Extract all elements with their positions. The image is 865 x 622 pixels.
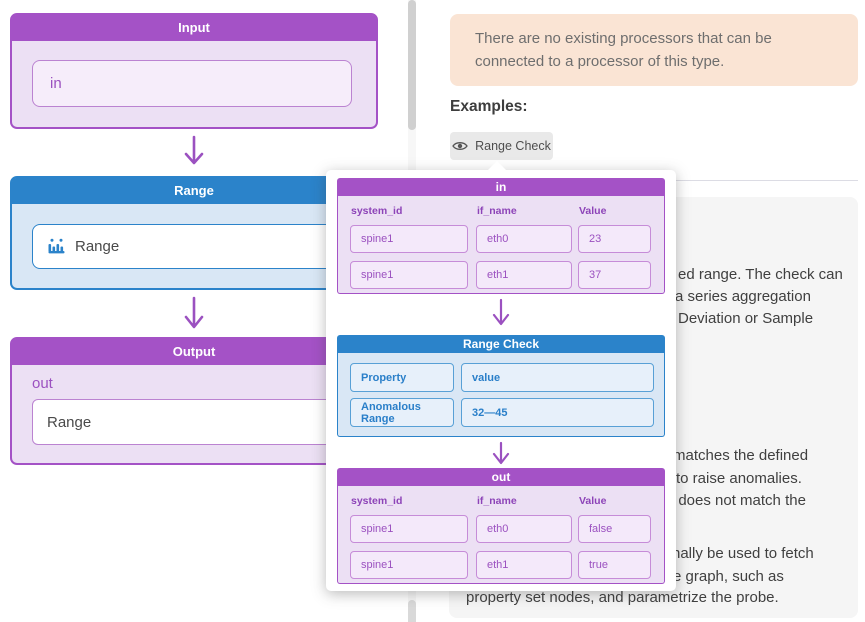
range-check-example-tooltip: in system_id if_name Value spine1 eth0 2… <box>326 170 676 591</box>
processor-property-label: Property <box>350 363 454 392</box>
input-field-value: in <box>50 75 62 92</box>
range-check-example-button[interactable]: Range Check <box>450 132 553 160</box>
out-cell: true <box>578 551 651 579</box>
range-field-value: Range <box>75 238 120 255</box>
out-cell: eth1 <box>476 551 572 579</box>
examples-heading: Examples: <box>450 98 528 115</box>
example-out-table: out system_id if_name Value spine1 eth0 … <box>337 468 665 584</box>
example-processor-card: Range Check Property value Anomalous Ran… <box>337 335 665 437</box>
doc-text-last-line: property set nodes, and parametrize the … <box>466 589 779 606</box>
input-node-field[interactable]: in <box>32 60 352 107</box>
input-node-title: Input <box>12 15 376 41</box>
range-node-field[interactable]: Range <box>32 224 352 269</box>
eye-icon <box>452 142 468 150</box>
processor-title: Range Check <box>337 335 665 353</box>
tooltip-caret <box>488 161 506 170</box>
in-cell: spine1 <box>350 261 468 289</box>
doc-text-fragment: matches the defined <box>673 447 809 464</box>
scrollbar-thumb[interactable] <box>408 0 416 130</box>
arrow-down-icon <box>184 135 204 165</box>
out-table-title: out <box>337 468 665 486</box>
range-check-example-label: Range Check <box>475 139 551 153</box>
out-cell: eth0 <box>476 515 572 543</box>
doc-text-fragment: e graph, such as <box>673 568 784 585</box>
doc-text-fragment: t does not match the <box>670 492 806 509</box>
processor-property-value: value <box>461 363 654 392</box>
output-field-value: Range <box>47 413 92 431</box>
in-col-value: Value <box>579 205 607 217</box>
out-col-if-name: if_name <box>477 495 517 507</box>
doc-text-fragment: a series aggregation <box>675 288 811 305</box>
arrow-down-icon <box>184 296 204 329</box>
out-cell: spine1 <box>350 515 468 543</box>
processor-range-label: Anomalous Range <box>350 398 454 427</box>
example-in-table: in system_id if_name Value spine1 eth0 2… <box>337 178 665 294</box>
in-cell: 37 <box>578 261 651 289</box>
output-node-field[interactable]: Range <box>32 399 352 445</box>
in-cell: eth0 <box>476 225 572 253</box>
input-node[interactable]: Input in <box>10 13 378 129</box>
notice-text: There are no existing processors that ca… <box>475 30 772 70</box>
out-cell: false <box>578 515 651 543</box>
in-table-title: in <box>337 178 665 196</box>
arrow-down-icon <box>492 298 510 326</box>
in-col-system-id: system_id <box>351 205 403 217</box>
in-cell: spine1 <box>350 225 468 253</box>
out-cell: spine1 <box>350 551 468 579</box>
doc-text-fragment: Deviation or Sample <box>678 310 814 327</box>
range-histogram-icon <box>48 238 65 254</box>
range-node[interactable]: Range Range <box>10 176 378 290</box>
doc-text-fragment: to raise anomalies. <box>676 470 802 487</box>
in-cell: 23 <box>578 225 651 253</box>
doc-text-fragment: nally be used to fetch <box>672 545 814 562</box>
output-node-title: Output <box>12 339 376 365</box>
processor-range-value: 32—45 <box>461 398 654 427</box>
in-col-if-name: if_name <box>477 205 517 217</box>
out-col-value: Value <box>579 495 607 507</box>
doc-text-fragment: ed range. The check can <box>678 266 843 283</box>
no-processors-notice: There are no existing processors that ca… <box>450 14 858 86</box>
out-col-system-id: system_id <box>351 495 403 507</box>
arrow-down-icon <box>492 441 510 465</box>
output-node[interactable]: Output out Range <box>10 337 378 465</box>
in-cell: eth1 <box>476 261 572 289</box>
output-field-label: out <box>32 375 53 392</box>
scrollbar-thumb-bottom[interactable] <box>408 600 416 622</box>
range-node-title: Range <box>12 178 376 204</box>
section-divider <box>660 180 858 181</box>
